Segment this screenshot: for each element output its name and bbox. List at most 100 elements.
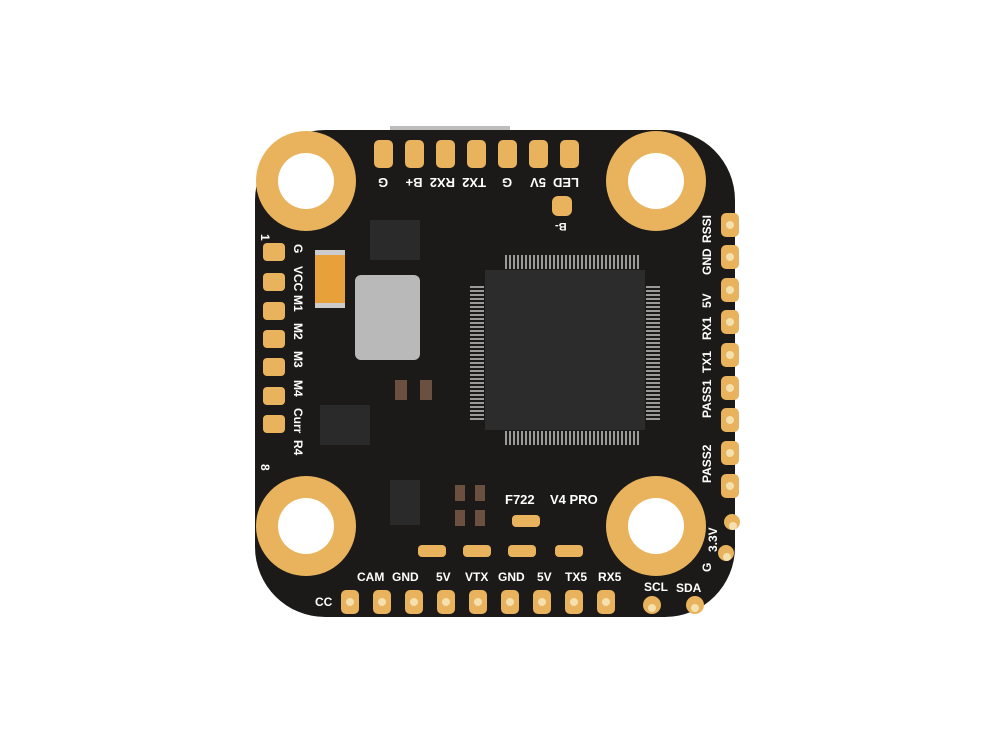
ic-component [390, 480, 420, 525]
top-pad-label: G [501, 175, 513, 190]
mount-hole [256, 131, 356, 231]
top-pad [405, 140, 424, 168]
left-pad-label: 8 [258, 464, 272, 471]
bottom-pad [597, 590, 615, 614]
right-pad [721, 213, 739, 237]
bottom-pad-label: 5V [436, 570, 451, 584]
model-label: F722 [505, 492, 535, 507]
smd-pad [555, 545, 583, 557]
left-pad-label: M3 [291, 351, 305, 368]
mount-hole [256, 476, 356, 576]
ic-component [320, 405, 370, 445]
right-pad-label: TX1 [700, 350, 714, 373]
top-pad-label: TX2 [462, 175, 486, 190]
right-pad-label: PASS2 [700, 444, 714, 483]
version-label: V4 PRO [550, 492, 598, 507]
top-pad-label: G [377, 175, 389, 190]
left-pad-label: M1 [291, 295, 305, 312]
inductor [355, 275, 420, 360]
bottom-pad [501, 590, 519, 614]
mount-hole [606, 131, 706, 231]
bottom-pad-label: 5V [537, 570, 552, 584]
left-pad-label: Curr [291, 408, 305, 434]
top-pad [560, 140, 579, 168]
smd-pad [508, 545, 536, 557]
right-pad [721, 245, 739, 269]
left-pad [263, 243, 285, 261]
right-pad [721, 343, 739, 367]
bottom-pad-label: GND [498, 570, 525, 584]
bottom-pad [565, 590, 583, 614]
right-pad [721, 278, 739, 302]
top-pad [529, 140, 548, 168]
right-pad [718, 545, 734, 561]
top-pad-label: B+ [405, 175, 423, 190]
top-pad-label: 5V [530, 175, 546, 190]
right-pad [721, 474, 739, 498]
right-pad [721, 376, 739, 400]
smd-component [395, 380, 407, 400]
tantalum-capacitor [315, 250, 345, 308]
smd-component [420, 380, 432, 400]
top-pad-label: RX2 [429, 175, 455, 190]
right-pad [721, 441, 739, 465]
left-pad-label: VCC [291, 266, 305, 292]
bottom-pad-label: GND [392, 570, 419, 584]
smd-pad [418, 545, 446, 557]
left-pad [263, 387, 285, 405]
bottom-pad [373, 590, 391, 614]
smd-component [455, 485, 465, 501]
smd-pad [463, 545, 491, 557]
right-pad-label: 5V [700, 293, 714, 308]
chip-pins [470, 285, 484, 420]
bottom-pad-label: VTX [465, 570, 489, 584]
left-pad-label: G [291, 244, 305, 254]
right-pad-label: RSSI [700, 214, 714, 243]
bottom-pad-label: CAM [357, 570, 385, 584]
left-pad [263, 358, 285, 376]
ic-component [370, 220, 420, 260]
top-pad-label: LED [553, 175, 579, 190]
left-pad [263, 273, 285, 291]
smd-pad [512, 515, 540, 527]
right-pad-label: GND [700, 248, 714, 275]
bottom-pad [533, 590, 551, 614]
mcu-chip [485, 270, 645, 430]
top-pad [436, 140, 455, 168]
right-pad [721, 310, 739, 334]
top-pad [467, 140, 486, 168]
chip-pins [646, 285, 660, 420]
bottom-pad-label: CC [315, 595, 333, 609]
right-pad [724, 514, 740, 530]
right-pad-label: 3.3V [706, 527, 720, 552]
left-pad [263, 415, 285, 433]
smd-component [475, 510, 485, 526]
bottom-pad-label: TX5 [565, 570, 588, 584]
left-pad-label: 1 [258, 234, 272, 241]
right-pad-label: G [700, 562, 714, 572]
left-pad-label: M2 [291, 323, 305, 340]
left-pad-label: M4 [291, 380, 305, 397]
b-minus-pad [552, 196, 572, 216]
chip-pins [505, 431, 640, 445]
bottom-pad [437, 590, 455, 614]
top-pad [498, 140, 517, 168]
right-pad-label: PASS1 [700, 379, 714, 418]
chip-pins [505, 255, 640, 269]
bottom-pad [341, 590, 359, 614]
b-minus-label: B- [555, 220, 567, 232]
bottom-pad [469, 590, 487, 614]
right-pad [721, 408, 739, 432]
bottom-pad-label: RX5 [598, 570, 622, 584]
smd-component [475, 485, 485, 501]
right-pad-label: RX1 [700, 316, 714, 340]
right-pad-label: SDA [676, 581, 702, 595]
mount-hole [606, 476, 706, 576]
bottom-pad [643, 596, 661, 614]
left-pad [263, 302, 285, 320]
left-pad-label: R4 [291, 440, 305, 456]
bottom-pad-label: SCL [644, 580, 668, 594]
top-pad [374, 140, 393, 168]
left-pad [263, 330, 285, 348]
bottom-pad [686, 596, 704, 614]
